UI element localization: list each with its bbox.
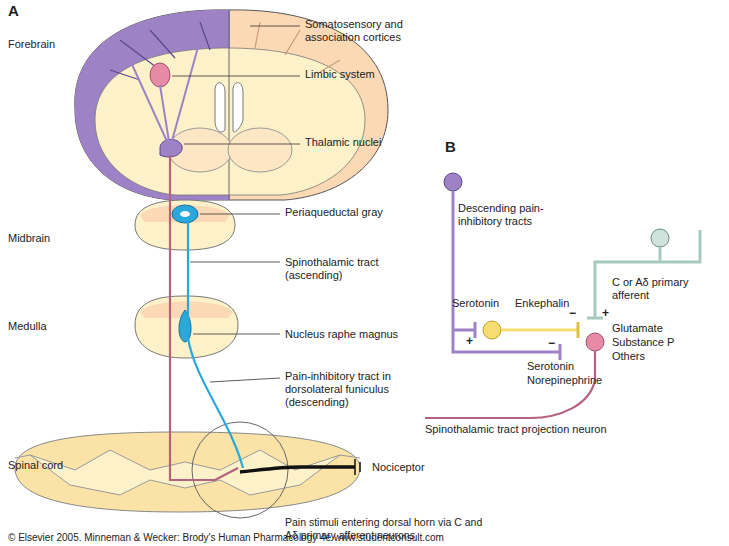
transmitter-label: Glutamate [612,322,692,335]
sign-label: − [548,336,560,350]
panel-letter: B [445,138,465,156]
callout-label: Thalamic nuclei [305,136,415,149]
sign-label: + [466,334,478,348]
callout-label: Nucleus raphe magnus [285,328,425,341]
callout-label: Somatosensory and association cortices [305,18,455,44]
transmitter-label: Serotonin [452,297,512,310]
callout-label: Spinothalamic tract (ascending) [285,256,395,282]
callout-label: Spinothalamic tract projection neuron [425,423,625,436]
sign-label: − [569,306,581,320]
region-label: Spinal cord [8,459,78,472]
transmitter-label: Others [612,350,672,363]
region-label: Midbrain [8,232,78,245]
callout-label: Pain-inhibitory tract in dorsolateral fu… [285,370,430,410]
callout-label: Nociceptor [372,461,442,474]
transmitter-label: Serotonin [527,360,607,373]
callout-label: Descending pain-inhibitory tracts [458,202,573,228]
panel-letter: A [8,2,28,20]
region-label: Forebrain [8,38,78,51]
callout-label: Periaqueductal gray [285,206,415,219]
transmitter-label: Substance P [612,336,692,349]
sign-label: + [602,306,614,320]
callout-label: Limbic system [305,68,415,81]
copyright-note: © Elsevier 2005. Minneman & Wecker: Brod… [8,532,568,544]
transmitter-label: Norepinephrine [527,374,617,387]
region-label: Medulla [8,320,78,333]
callout-label: C or Aδ primary afferent [612,276,727,302]
